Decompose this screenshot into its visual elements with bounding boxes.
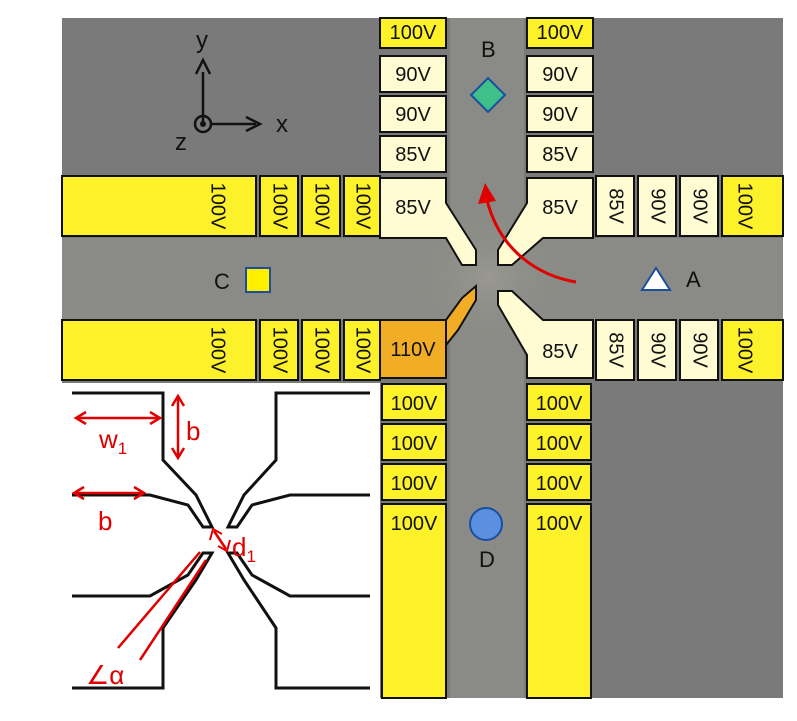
label-left-bottom-1: 100V	[207, 327, 229, 374]
motion-arrow	[485, 199, 577, 284]
coordinate-axes: y x z	[175, 27, 288, 156]
label-right-bottom-4: 100V	[734, 327, 756, 374]
w1-right-arrowhead	[149, 410, 163, 426]
label-right-top-1: 85V	[605, 188, 627, 224]
label-left-top-3: 100V	[311, 183, 333, 230]
electrode-row-left-top: 100V 100V 100V 100V	[61, 175, 381, 237]
point-c-label: C	[214, 269, 230, 294]
label-bottom-left-4: 100V	[391, 473, 438, 495]
label-right-bottom-1: 85V	[605, 332, 627, 368]
label-bottom-right-2: 100V	[536, 393, 583, 415]
electrode-row-right-top: 85V 90V 90V 100V	[595, 175, 784, 237]
label-right-bottom-3: 90V	[689, 332, 711, 368]
label-left-bottom-4: 100V	[352, 327, 374, 374]
label-bottom-right-1: 85V	[542, 341, 578, 363]
label-top-left-3: 90V	[395, 104, 431, 126]
point-a-label: A	[686, 267, 701, 292]
b-vertical-label: b	[186, 416, 200, 446]
label-top-left-1: 100V	[390, 22, 437, 44]
label-bottom-left-3: 100V	[391, 433, 438, 455]
vertical-channel	[450, 18, 524, 698]
label-top-right-5: 85V	[542, 197, 578, 219]
b-vertical-top-arrowhead	[170, 393, 186, 407]
d1-dimension-line	[212, 530, 228, 550]
point-d-circle-icon	[469, 507, 503, 541]
d1-top-arrowhead	[209, 527, 223, 541]
alpha-line-2	[138, 559, 208, 661]
label-right-top-2: 90V	[647, 188, 669, 224]
b-horizontal-left-arrowhead	[71, 485, 85, 501]
label-bottom-left-1: 110V	[390, 339, 436, 361]
b-vertical-bottom-arrowhead	[170, 447, 186, 461]
x-axis-label: x	[276, 111, 288, 138]
z-axis-label: z	[175, 129, 187, 156]
label-bottom-right-4: 100V	[536, 473, 583, 495]
label-top-right-4: 85V	[542, 144, 578, 166]
b-horizontal-right-arrowhead	[133, 485, 147, 501]
label-top-left-4: 85V	[395, 144, 431, 166]
z-axis-dot-icon	[200, 121, 206, 127]
label-left-top-4: 100V	[352, 183, 374, 230]
label-left-bottom-2: 100V	[269, 327, 291, 374]
point-c-square-icon	[245, 267, 271, 293]
alpha-label: ∠α	[86, 660, 124, 690]
electrode-row-right-bottom: 85V 90V 90V 100V	[595, 319, 784, 381]
label-top-right-1: 100V	[537, 22, 584, 44]
inset-schematic: w1 b b d1 ∠α	[62, 383, 380, 698]
point-b-label: B	[481, 37, 496, 62]
b-horizontal-label: b	[98, 506, 112, 536]
point-d-label: D	[479, 547, 495, 572]
inset-electrode-top-left	[72, 391, 215, 529]
label-right-top-4: 100V	[734, 183, 756, 230]
label-top-left-2: 90V	[395, 64, 431, 86]
label-right-top-3: 90V	[689, 188, 711, 224]
label-bottom-left-2: 100V	[391, 393, 438, 415]
inset-electrode-bottom-left	[72, 551, 215, 690]
motion-arrowhead	[478, 183, 496, 204]
electrode-column-top-right: 100V 90V 90V 85V 85V	[497, 17, 594, 266]
inset-electrode-top-right	[225, 391, 370, 529]
d1-label: d1	[232, 532, 256, 566]
y-axis-arrowhead	[194, 57, 212, 75]
label-left-top-1: 100V	[207, 183, 229, 230]
z-axis-circle-icon	[193, 114, 213, 134]
label-top-right-3: 90V	[542, 104, 578, 126]
y-axis-label: y	[196, 27, 208, 54]
electrode-column-top-left: 100V 90V 90V 85V 85V	[379, 17, 477, 266]
inset-electrode-bottom-right	[225, 551, 370, 690]
d1-bottom-arrowhead	[217, 539, 231, 553]
electrode-row-left-bottom: 100V 100V 100V 100V	[61, 319, 381, 381]
w1-left-arrowhead	[73, 410, 87, 426]
electrode-column-bottom-left: 110V 100V 100V 100V 100V	[379, 283, 477, 699]
x-axis-arrowhead	[245, 115, 263, 133]
point-a-triangle-icon	[640, 266, 672, 291]
label-left-bottom-3: 100V	[311, 327, 333, 374]
label-top-left-5: 85V	[395, 197, 431, 219]
label-bottom-right-3: 100V	[536, 433, 583, 455]
label-left-top-2: 100V	[269, 183, 291, 230]
w1-label: w1	[98, 424, 127, 458]
label-right-bottom-2: 90V	[647, 332, 669, 368]
alpha-line-1	[117, 551, 201, 649]
point-b-diamond-icon	[469, 76, 507, 114]
label-bottom-left-5: 100V	[391, 513, 438, 535]
label-top-right-2: 90V	[542, 64, 578, 86]
electrode-column-bottom-right: 85V 100V 100V 100V 100V	[497, 290, 594, 699]
label-bottom-right-5: 100V	[536, 513, 583, 535]
